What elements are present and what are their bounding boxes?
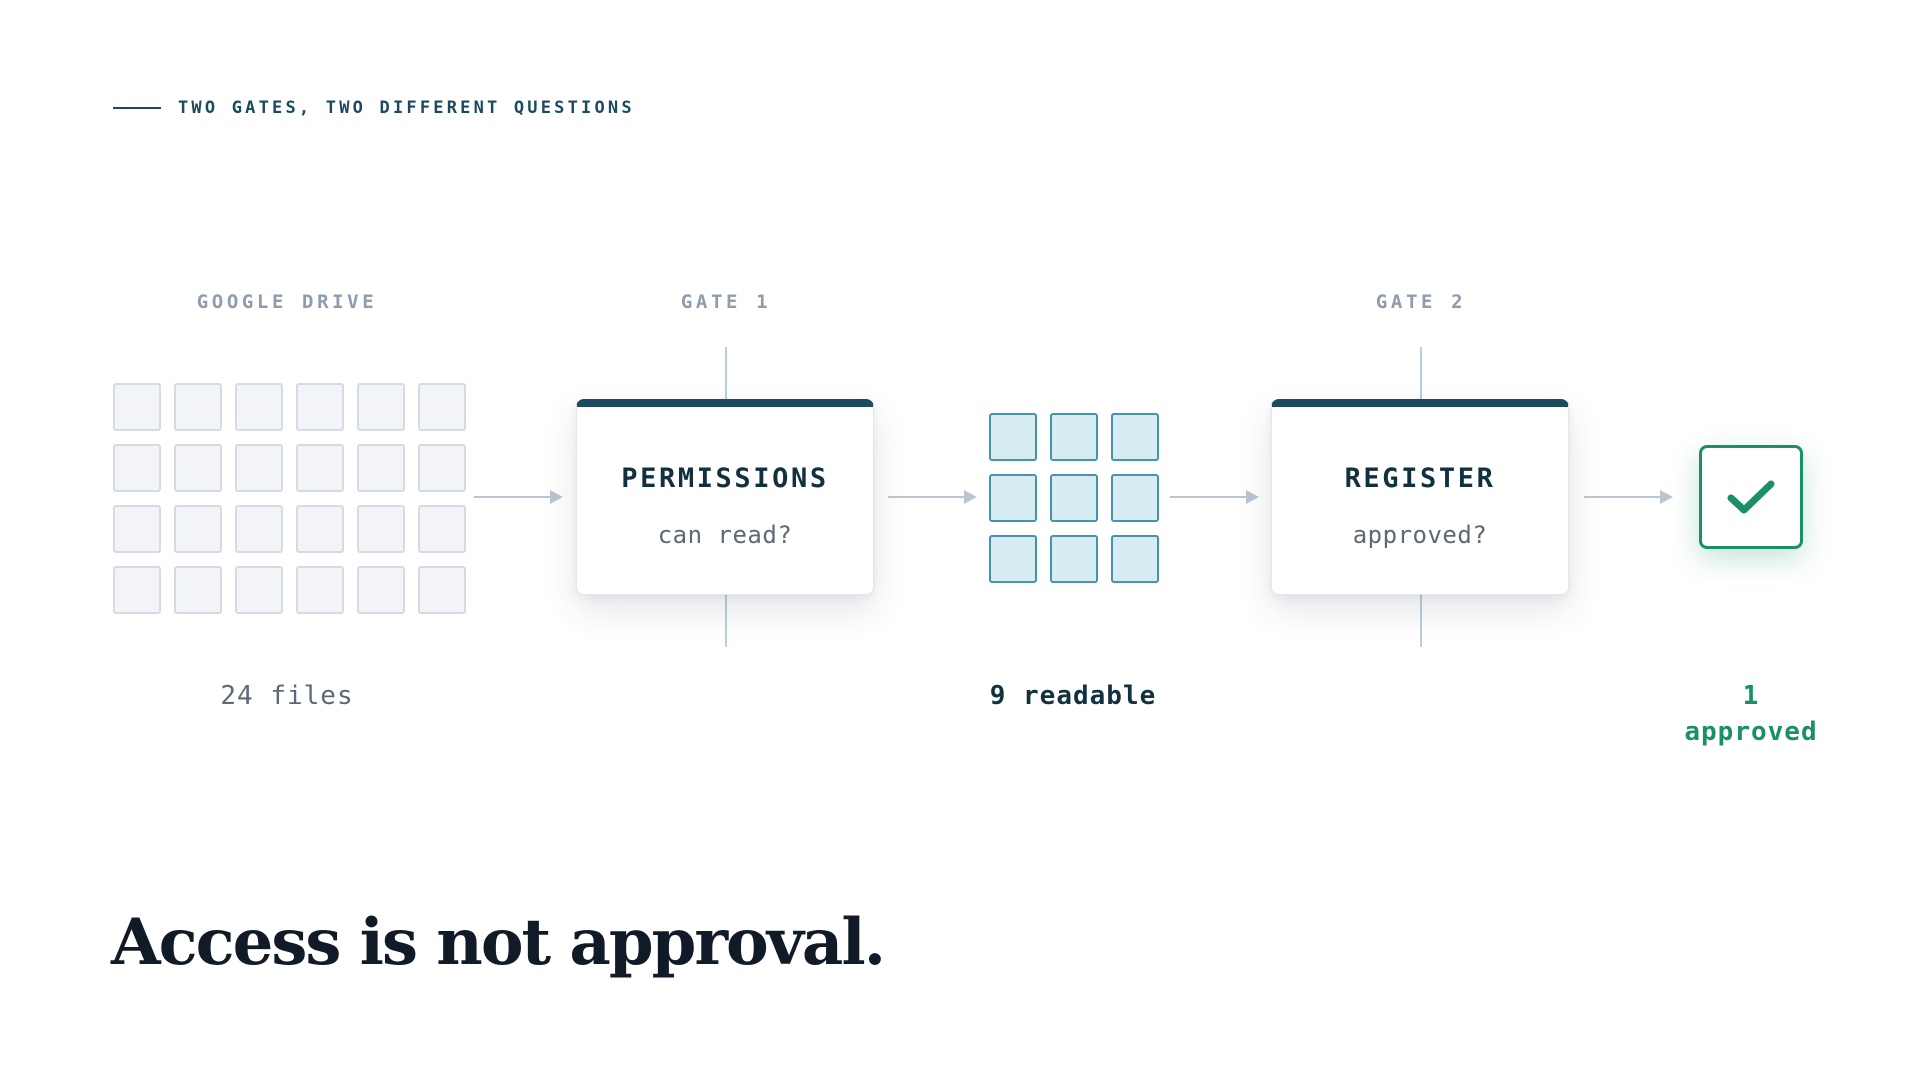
file-tile [174,444,222,492]
file-tile [296,566,344,614]
file-tile [113,566,161,614]
file-tile [296,505,344,553]
file-tile [1050,474,1098,522]
label-gate-2: GATE 2 [1375,291,1467,313]
file-tile [174,505,222,553]
gate-2-top-line [1420,347,1422,399]
file-tile [418,566,466,614]
eyebrow-rule [113,107,161,109]
checkmark-icon [1727,480,1775,514]
file-tile [113,444,161,492]
eyebrow: TWO GATES, TWO DIFFERENT QUESTIONS [113,98,635,118]
eyebrow-text: TWO GATES, TWO DIFFERENT QUESTIONS [178,98,635,118]
file-tile [357,383,405,431]
file-tile [235,566,283,614]
file-tile [235,505,283,553]
arrow-right-icon [888,490,977,504]
file-tile [296,383,344,431]
file-tile [1050,413,1098,461]
gate-1-bottom-line [725,595,727,647]
readable-files-grid [989,413,1159,583]
gate-1-top-line [725,347,727,399]
file-tile [113,383,161,431]
file-tile [357,444,405,492]
file-tile [357,566,405,614]
file-tile [989,535,1037,583]
label-gate-1: GATE 1 [680,291,772,313]
file-tile [235,444,283,492]
arrow-right-icon [1584,490,1673,504]
gate-2-question: approved? [1352,521,1488,549]
approved-word: approved [1684,717,1818,747]
file-tile [418,444,466,492]
label-google-drive: GOOGLE DRIVE [196,291,378,313]
file-tile [357,505,405,553]
drive-file-count: 24 files [220,681,354,711]
file-tile [1111,413,1159,461]
file-tile [418,383,466,431]
readable-file-count: 9 readable [989,681,1157,711]
arrow-right-icon [474,490,563,504]
drive-files-grid [113,383,466,614]
gate-2-register-card: REGISTER approved? [1271,399,1569,595]
file-tile [1111,535,1159,583]
file-tile [989,413,1037,461]
file-tile [174,566,222,614]
file-tile [235,383,283,431]
file-tile [296,444,344,492]
gate-2-title: REGISTER [1344,463,1496,494]
gate-1-title: PERMISSIONS [621,463,829,494]
file-tile [113,505,161,553]
file-tile [1111,474,1159,522]
approved-file-count: 1 approved [1651,678,1851,750]
file-tile [174,383,222,431]
file-tile [1050,535,1098,583]
approved-number: 1 [1742,681,1760,711]
headline: Access is not approval. [111,905,886,980]
file-tile [418,505,466,553]
file-tile [989,474,1037,522]
gate-1-permissions-card: PERMISSIONS can read? [576,399,874,595]
gate-2-bottom-line [1420,595,1422,647]
gate-1-question: can read? [657,521,793,549]
approved-file-box [1699,445,1803,549]
arrow-right-icon [1170,490,1259,504]
